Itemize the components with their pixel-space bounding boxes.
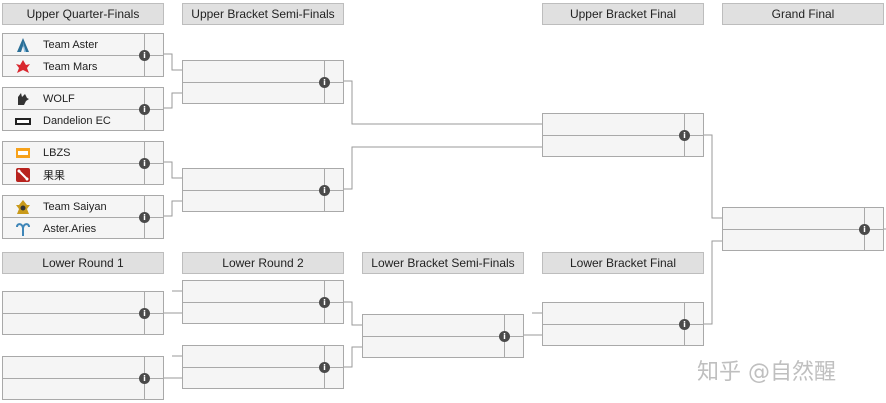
match-info-icon[interactable]: i <box>679 130 690 141</box>
match-lower-round-2-a[interactable]: i <box>182 280 344 324</box>
team-name: Team Saiyan <box>43 200 107 213</box>
team-slot[interactable]: Team Saiyan <box>3 196 145 217</box>
match-lower-round-1-b[interactable]: i <box>2 356 164 400</box>
team-slot[interactable]: Team Mars <box>3 56 145 77</box>
match-uqf-4[interactable]: Team Saiyan Aster.Aries i <box>2 195 164 239</box>
team-slot[interactable]: Aster.Aries <box>3 218 145 239</box>
match-info-icon[interactable]: i <box>139 158 150 169</box>
watermark-text: 知乎 @自然醒 <box>697 360 836 385</box>
header-upper-bracket-semi-finals: Upper Bracket Semi-Finals <box>182 3 344 25</box>
aster-aries-logo-icon <box>15 221 31 237</box>
team-name: WOLF <box>43 92 75 105</box>
match-lower-round-1-a[interactable]: i <box>2 291 164 335</box>
match-grand-final[interactable]: i <box>722 207 884 251</box>
match-info-icon[interactable]: i <box>319 185 330 196</box>
lbzs-logo-icon <box>15 145 31 161</box>
team-name: Team Aster <box>43 38 99 51</box>
header-grand-final: Grand Final <box>722 3 884 25</box>
header-upper-quarter-finals: Upper Quarter-Finals <box>2 3 164 25</box>
match-ubsf-2[interactable]: i <box>182 168 344 212</box>
dota-logo-icon <box>15 167 31 183</box>
team-slot[interactable]: WOLF <box>3 88 145 109</box>
wolf-logo-icon <box>15 91 31 107</box>
team-slot[interactable]: Team Aster <box>3 34 145 55</box>
header-lower-bracket-semi-finals: Lower Bracket Semi-Finals <box>362 252 524 274</box>
match-info-icon[interactable]: i <box>139 373 150 384</box>
match-info-icon[interactable]: i <box>319 77 330 88</box>
match-uqf-2[interactable]: WOLF Dandelion EC i <box>2 87 164 131</box>
match-info-icon[interactable]: i <box>139 50 150 61</box>
team-name: LBZS <box>43 146 71 159</box>
header-lower-bracket-final: Lower Bracket Final <box>542 252 704 274</box>
team-name: Aster.Aries <box>43 222 97 235</box>
match-info-icon[interactable]: i <box>319 297 330 308</box>
match-upper-bracket-final[interactable]: i <box>542 113 704 157</box>
match-info-icon[interactable]: i <box>139 212 150 223</box>
header-upper-bracket-final: Upper Bracket Final <box>542 3 704 25</box>
match-ubsf-1[interactable]: i <box>182 60 344 104</box>
team-name: 果果 <box>43 169 65 182</box>
match-uqf-3[interactable]: LBZS 果果 i <box>2 141 164 185</box>
team-name: Dandelion EC <box>43 114 111 127</box>
match-info-icon[interactable]: i <box>859 224 870 235</box>
match-lower-bracket-semi-final[interactable]: i <box>362 314 524 358</box>
match-info-icon[interactable]: i <box>679 319 690 330</box>
header-lower-round-2: Lower Round 2 <box>182 252 344 274</box>
match-info-icon[interactable]: i <box>319 362 330 373</box>
team-saiyan-logo-icon <box>15 199 31 215</box>
team-aster-logo-icon <box>15 37 31 53</box>
team-name: Team Mars <box>43 60 98 73</box>
header-lower-round-1: Lower Round 1 <box>2 252 164 274</box>
team-mars-logo-icon <box>15 59 31 75</box>
match-info-icon[interactable]: i <box>139 104 150 115</box>
team-slot[interactable]: 果果 <box>3 164 145 185</box>
match-info-icon[interactable]: i <box>139 308 150 319</box>
dandelion-ec-logo-icon <box>15 113 31 129</box>
match-info-icon[interactable]: i <box>499 331 510 342</box>
match-lower-round-2-b[interactable]: i <box>182 345 344 389</box>
team-slot[interactable]: LBZS <box>3 142 145 163</box>
match-uqf-1[interactable]: Team Aster Team Mars i <box>2 33 164 77</box>
team-slot[interactable]: Dandelion EC <box>3 110 145 131</box>
match-lower-bracket-final[interactable]: i <box>542 302 704 346</box>
